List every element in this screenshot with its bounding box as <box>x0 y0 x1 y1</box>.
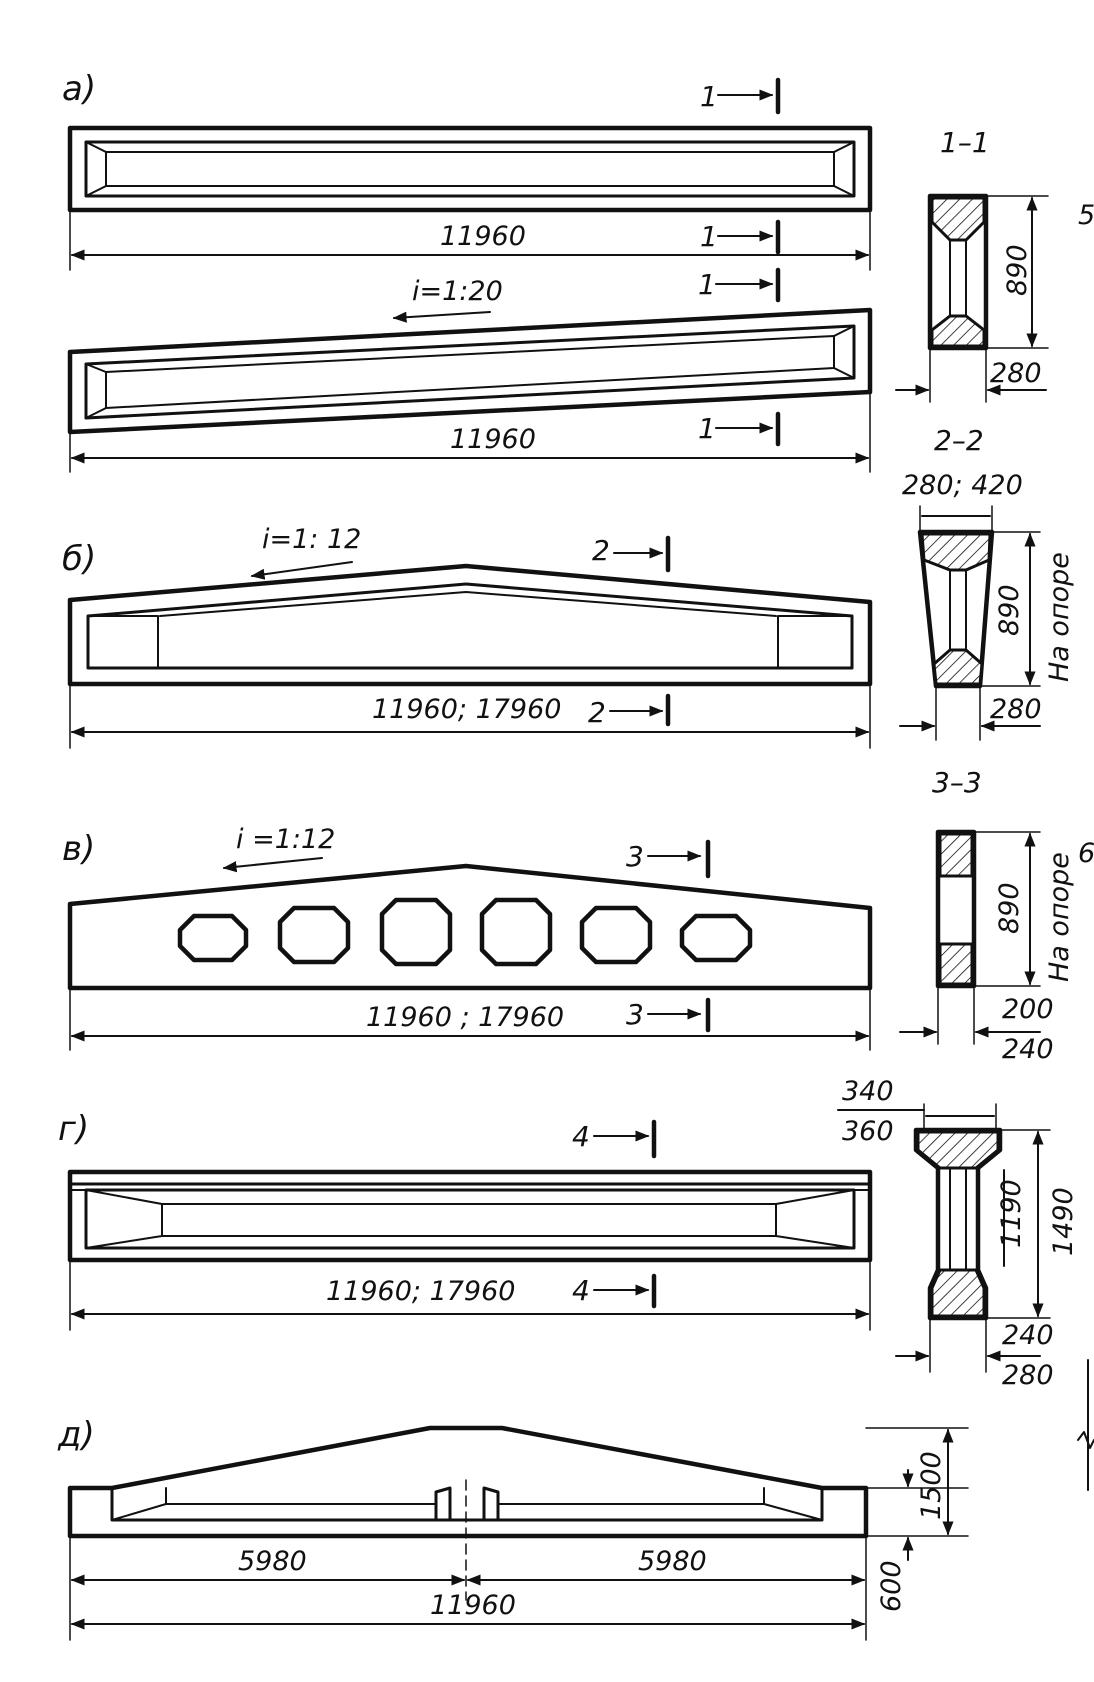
section-3-3-note: На опоре <box>1044 852 1075 982</box>
beam-d-center-left <box>434 1486 452 1522</box>
cut-mark-2-bottom: 2 <box>588 696 606 729</box>
cut-mark-3-top: 3 <box>626 840 644 873</box>
beam-v-slope: i =1:12 <box>236 824 335 855</box>
section-4-width-top-a: 340 <box>842 1076 894 1107</box>
section-2-2-title: 2–2 <box>934 424 984 457</box>
beam-a1-outline <box>67 125 873 213</box>
beam-g-span: 11960; 17960 <box>326 1276 515 1307</box>
edge-break-symbol <box>1077 1359 1094 1491</box>
beam-d-center-right <box>482 1486 500 1522</box>
section-2-2: 2–2 280; 420 890 На опоре 280 <box>899 424 1075 741</box>
section-1-1-width: 280 <box>990 358 1042 389</box>
beam-a2-span: 11960 <box>450 424 536 455</box>
section-2-2-top-flange <box>920 532 992 572</box>
beam-a1-recess <box>84 140 856 198</box>
opening-5 <box>579 905 653 965</box>
opening-1 <box>177 913 249 963</box>
beam-d-recess <box>110 1426 824 1522</box>
beam-b-end-block-right <box>777 615 853 669</box>
edge-mark-5: 5 <box>1078 200 1094 231</box>
beam-d-half-right: 5980 <box>638 1546 707 1577</box>
beam-b-slope: i=1: 12 <box>262 524 361 555</box>
beam-b-span: 11960; 17960 <box>372 694 561 725</box>
beam-g-outline <box>67 1169 873 1263</box>
section-2-2-bottom-flange <box>932 648 984 686</box>
section-3-3-top-chord <box>938 832 974 878</box>
cut-mark-1b-bottom: 1 <box>698 412 716 445</box>
opening-4 <box>479 897 553 967</box>
section-1-1: 1–1 890 280 <box>895 126 1049 403</box>
beam-a1-span: 11960 <box>440 221 526 252</box>
cut-mark-2-top: 2 <box>592 534 610 567</box>
beam-a2: i=1:20 11960 1 1 <box>67 267 873 473</box>
cut-mark-1-top: 1 <box>700 80 718 113</box>
section-3-3-width-b: 240 <box>1002 1034 1054 1065</box>
label-g: г) <box>58 1109 89 1149</box>
section-2-2-height: 890 <box>994 584 1025 636</box>
section-4-height-web: 1190 <box>996 1179 1027 1248</box>
section-2-2-note: На опоре <box>1044 552 1075 682</box>
beam-a1-web <box>105 151 835 187</box>
beam-a1: а) 11960 1 1 <box>62 69 873 271</box>
opening-2 <box>277 905 351 965</box>
section-1-1-top-flange <box>930 196 986 242</box>
section-3-3-title: 3–3 <box>932 766 982 799</box>
section-1-1-bottom-flange <box>930 314 986 348</box>
section-4-width-top-b: 360 <box>842 1116 894 1147</box>
beam-b-recess <box>86 582 854 670</box>
section-1-1-title: 1–1 <box>940 126 990 159</box>
beam-b-outline <box>67 563 873 687</box>
beam-d-span: 11960 <box>430 1590 516 1621</box>
section-4-width-b: 280 <box>1002 1360 1054 1391</box>
label-b: б) <box>62 539 96 579</box>
beam-d-half-left: 5980 <box>238 1546 307 1577</box>
opening-3 <box>379 897 453 967</box>
cut-mark-4-bottom: 4 <box>572 1274 590 1307</box>
beam-d: д) 1500 600 5980 5980 11960 <box>57 1415 969 1641</box>
section-4: 340 360 1190 1490 240 280 <box>837 1076 1079 1391</box>
section-4-width-a: 240 <box>1002 1320 1054 1351</box>
section-4-height-total: 1490 <box>1048 1187 1079 1256</box>
section-4-top-flange <box>916 1130 1000 1170</box>
beam-v-outline <box>67 863 873 991</box>
beam-v-span: 11960 ; 17960 <box>366 1002 564 1033</box>
beam-g: г) 11960; 17960 4 4 <box>58 1109 873 1331</box>
section-3-3-height: 890 <box>994 882 1025 934</box>
section-4-bottom-flange <box>930 1268 986 1318</box>
section-2-2-width-top: 280; 420 <box>902 470 1023 501</box>
beam-b: б) i=1: 12 11960; 17960 2 2 <box>62 524 873 749</box>
opening-6 <box>679 913 753 963</box>
cut-mark-4-top: 4 <box>572 1120 590 1153</box>
beam-g-recess <box>84 1188 856 1250</box>
beam-v: в) i =1:12 11960 ; 17960 3 3 <box>62 824 873 1051</box>
cut-mark-1b-top: 1 <box>698 268 716 301</box>
section-3-3: 3–3 890 На опоре 200 240 <box>899 766 1075 1065</box>
edge-mark-6: 6 <box>1078 838 1094 869</box>
section-2-2-width: 280 <box>990 694 1042 725</box>
label-a: а) <box>62 69 96 109</box>
section-3-3-width-a: 200 <box>1002 994 1054 1025</box>
beam-a2-slope: i=1:20 <box>412 276 503 307</box>
beam-b-end-block-left <box>87 615 159 669</box>
label-d: д) <box>57 1415 95 1455</box>
section-3-3-bottom-chord <box>938 942 974 986</box>
section-1-1-height: 890 <box>1002 244 1033 296</box>
beam-v-openings <box>177 897 753 967</box>
cut-mark-3-bottom: 3 <box>626 998 644 1031</box>
beam-d-height-top: 1500 <box>916 1451 947 1520</box>
label-v: в) <box>62 829 95 869</box>
cut-mark-1-bottom: 1 <box>700 220 718 253</box>
beam-d-height-bottom: 600 <box>876 1560 907 1612</box>
